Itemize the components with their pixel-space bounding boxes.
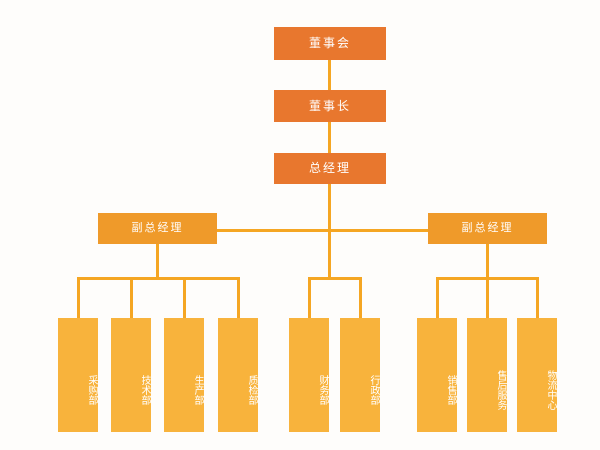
node-general-manager-label: 总经理: [308, 161, 351, 175]
node-deputy-right-label: 副总经理: [461, 221, 514, 234]
department-label: 生产部: [192, 375, 203, 405]
department-label: 技术部: [139, 375, 150, 405]
node-board-label: 董事会: [308, 36, 351, 50]
node-deputy-left-label: 副总经理: [131, 221, 184, 234]
node-department-after-sales-service[interactable]: 售后服务: [467, 318, 507, 432]
department-label: 销售部: [445, 375, 456, 405]
connector-left-dept-stem-1: [77, 277, 80, 319]
node-department-quality-inspection[interactable]: 质检部: [218, 318, 258, 432]
node-department-sales[interactable]: 销售部: [417, 318, 457, 432]
node-department-production[interactable]: 生产部: [164, 318, 204, 432]
connector-middle-dept-stem-1: [308, 277, 311, 319]
connector-board-to-chairman: [328, 60, 331, 93]
node-department-finance[interactable]: 财务部: [289, 318, 329, 432]
connector-middle-group-bar: [308, 277, 362, 280]
node-chairman-label: 董事长: [308, 98, 351, 113]
department-label: 财务部: [317, 375, 328, 405]
node-department-logistics-center[interactable]: 物流中心: [517, 318, 557, 432]
connector-middle-dept-stem-2: [359, 277, 362, 319]
department-label: 物流中心: [545, 370, 556, 410]
node-deputy-general-manager-right[interactable]: 副总经理: [428, 213, 547, 244]
node-department-administration[interactable]: 行政部: [340, 318, 380, 432]
connector-right-dept-stem-3: [536, 277, 539, 319]
department-label: 售后服务: [495, 370, 506, 410]
department-label: 采购部: [86, 375, 97, 405]
connector-chairman-to-gm: [328, 122, 331, 154]
node-department-purchasing[interactable]: 采购部: [58, 318, 98, 432]
node-general-manager[interactable]: 总经理: [274, 153, 386, 184]
connector-left-group-bar: [77, 277, 240, 280]
node-board-of-directors[interactable]: 董事会: [274, 27, 386, 60]
connector-right-dept-stem-2: [486, 277, 489, 319]
connector-deputy-left-stem: [156, 244, 159, 279]
connector-deputy-right-stem: [486, 244, 489, 279]
connector-center-stem: [328, 229, 331, 279]
connector-left-dept-stem-2: [130, 277, 133, 319]
connector-right-dept-stem-1: [436, 277, 439, 319]
connector-gm-stem: [328, 184, 331, 231]
node-chairman[interactable]: 董事长: [274, 90, 386, 122]
node-department-technology[interactable]: 技术部: [111, 318, 151, 432]
connector-left-dept-stem-3: [183, 277, 186, 319]
department-label: 行政部: [368, 375, 379, 405]
connector-left-dept-stem-4: [237, 277, 240, 319]
department-label: 质检部: [246, 375, 257, 405]
node-deputy-general-manager-left[interactable]: 副总经理: [98, 213, 217, 244]
